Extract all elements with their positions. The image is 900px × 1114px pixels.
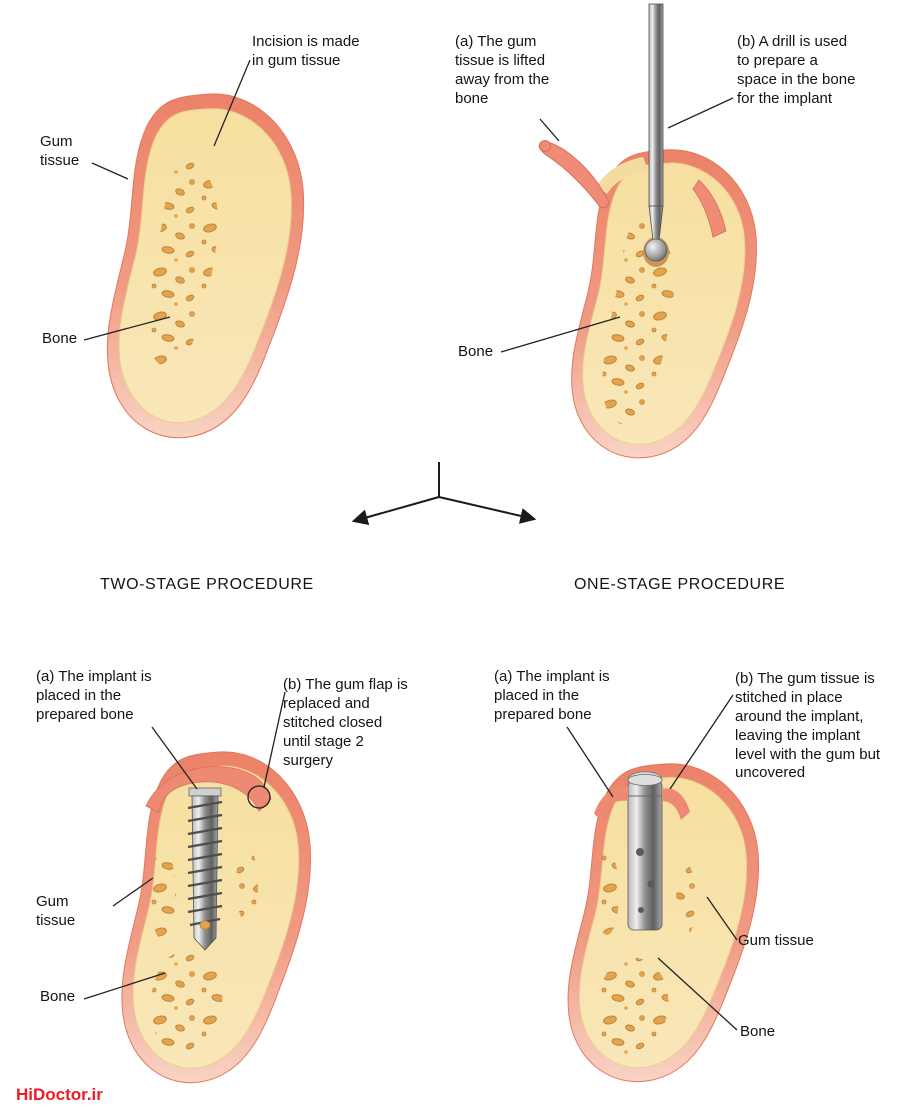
arrow-to-one-stage xyxy=(438,496,537,524)
gum-lip-right xyxy=(662,788,690,820)
label-gum-tissue-top-left: Gum tissue xyxy=(40,133,80,169)
drill xyxy=(644,3,668,262)
label-gum-tissue-two-stage: Gum tissue xyxy=(36,893,76,929)
label-drill: (b) A drill is used to prepare a space i… xyxy=(737,33,856,107)
exposed-bone-patch xyxy=(597,157,648,194)
lifted-gum-flap xyxy=(538,140,609,209)
label-gum-tissue-one-stage: Gum tissue xyxy=(738,932,814,949)
trabecular-bone-pattern xyxy=(150,951,223,1052)
label-one-stage-implant: (a) The implant is placed in the prepare… xyxy=(494,668,610,723)
stitch-annotation-circle xyxy=(247,785,271,809)
label-two-stage-gum-flap: (b) The gum flap is replaced and stitche… xyxy=(283,676,408,769)
branch-arrows xyxy=(351,462,537,526)
heading-one-stage: ONE-STAGE PROCEDURE xyxy=(574,576,786,593)
trabecular-bone-pattern xyxy=(146,157,219,368)
one-stage-figure xyxy=(567,763,760,1083)
label-incision: Incision is made in gum tissue xyxy=(252,33,360,69)
trabecular-bone-pattern xyxy=(676,864,696,936)
watermark-hidoctor: HiDoctor.ir xyxy=(16,1085,103,1104)
drill-stage-figure xyxy=(538,3,757,459)
trabecular-bone-pattern xyxy=(595,851,619,935)
implant-screw xyxy=(187,787,223,951)
incision-stage-figure xyxy=(106,93,305,439)
closed-gum-flap xyxy=(145,766,272,813)
incised-gum-edge xyxy=(692,179,727,238)
trabecular-bone-pattern xyxy=(236,847,258,923)
label-bone-top-left: Bone xyxy=(42,330,78,347)
label-gum-lifted: (a) The gum tissue is lifted away from t… xyxy=(455,33,550,107)
trabecular-bone-pattern xyxy=(602,219,675,425)
arrow-to-two-stage xyxy=(351,496,440,526)
drill-ball-burr xyxy=(644,238,668,262)
two-stage-figure xyxy=(121,751,312,1084)
leader-lines xyxy=(83,59,738,1031)
gum-lip-left xyxy=(594,787,628,819)
heading-two-stage: TWO-STAGE PROCEDURE xyxy=(100,576,314,593)
implant-cylinder xyxy=(627,771,663,931)
label-bone-two-stage: Bone xyxy=(40,988,76,1005)
label-two-stage-implant: (a) The implant is placed in the prepare… xyxy=(36,668,152,723)
label-bone-one-stage: Bone xyxy=(740,1023,776,1040)
trabecular-bone-pattern xyxy=(596,957,669,1058)
label-bone-top-right: Bone xyxy=(458,343,494,360)
label-one-stage-gum-stitched: (b) The gum tissue is stitched in place … xyxy=(735,670,881,782)
trabecular-bone-pattern xyxy=(150,850,176,940)
